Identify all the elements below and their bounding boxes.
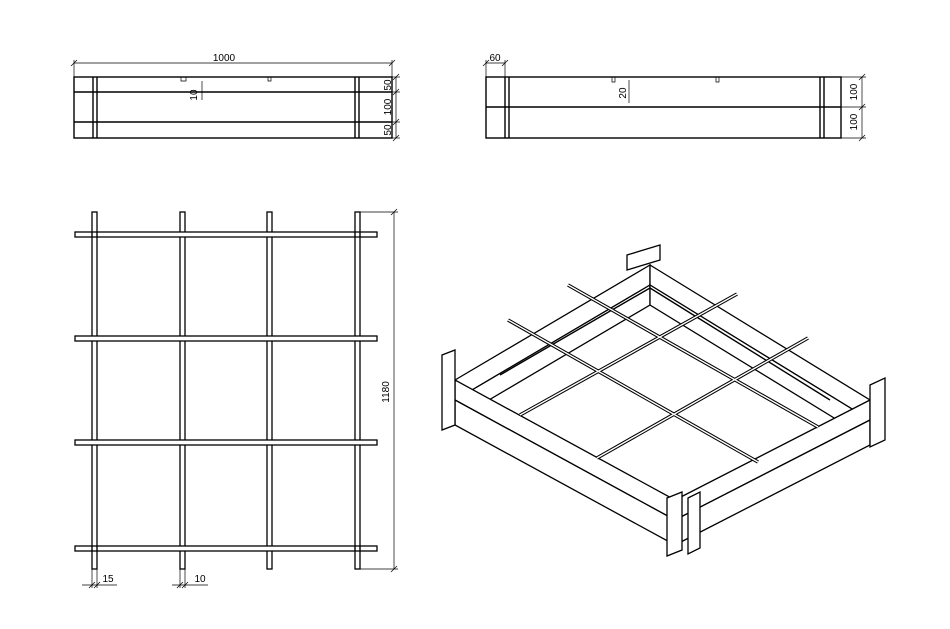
- front-view: 1000 10 50 100 50: [70, 53, 400, 142]
- side-view: 60 20 100 100: [482, 53, 866, 142]
- plan-vertical-bar: [91, 211, 98, 570]
- plan-horizontal-bar: [74, 545, 378, 552]
- side-offset-label: 60: [489, 53, 501, 64]
- plan-length-label: 1180: [381, 381, 392, 403]
- plan-bar-width-label: 15: [102, 574, 114, 585]
- iso-corner-post: [666, 491, 683, 557]
- iso-corner-post: [687, 490, 701, 556]
- front-height-bot-label: 50: [383, 124, 394, 136]
- front-width-label: 1000: [213, 53, 236, 64]
- plan-vertical-bar: [266, 211, 273, 570]
- front-notch-label: 10: [189, 89, 200, 101]
- plan-horizontal-bar: [74, 335, 378, 342]
- plan-horizontal-bar: [74, 439, 378, 446]
- iso-corner-post: [869, 376, 886, 449]
- side-height-bot-label: 100: [849, 113, 860, 130]
- plan-vertical-bar: [354, 211, 361, 570]
- plan-rod-width-label: 10: [194, 574, 206, 585]
- iso-corner-post: [626, 244, 661, 271]
- front-view-outline: [73, 76, 393, 139]
- plan-vertical-bar: [179, 211, 186, 570]
- plan-horizontal-bar: [74, 231, 378, 238]
- isometric-view: [441, 244, 886, 557]
- iso-corner-post: [441, 349, 456, 431]
- plan-view: 1180 15 10: [74, 208, 398, 589]
- side-height-top-label: 100: [849, 83, 860, 100]
- side-notch-label: 20: [618, 87, 629, 99]
- front-height-mid-label: 100: [383, 98, 394, 115]
- front-height-top-label: 50: [383, 79, 394, 91]
